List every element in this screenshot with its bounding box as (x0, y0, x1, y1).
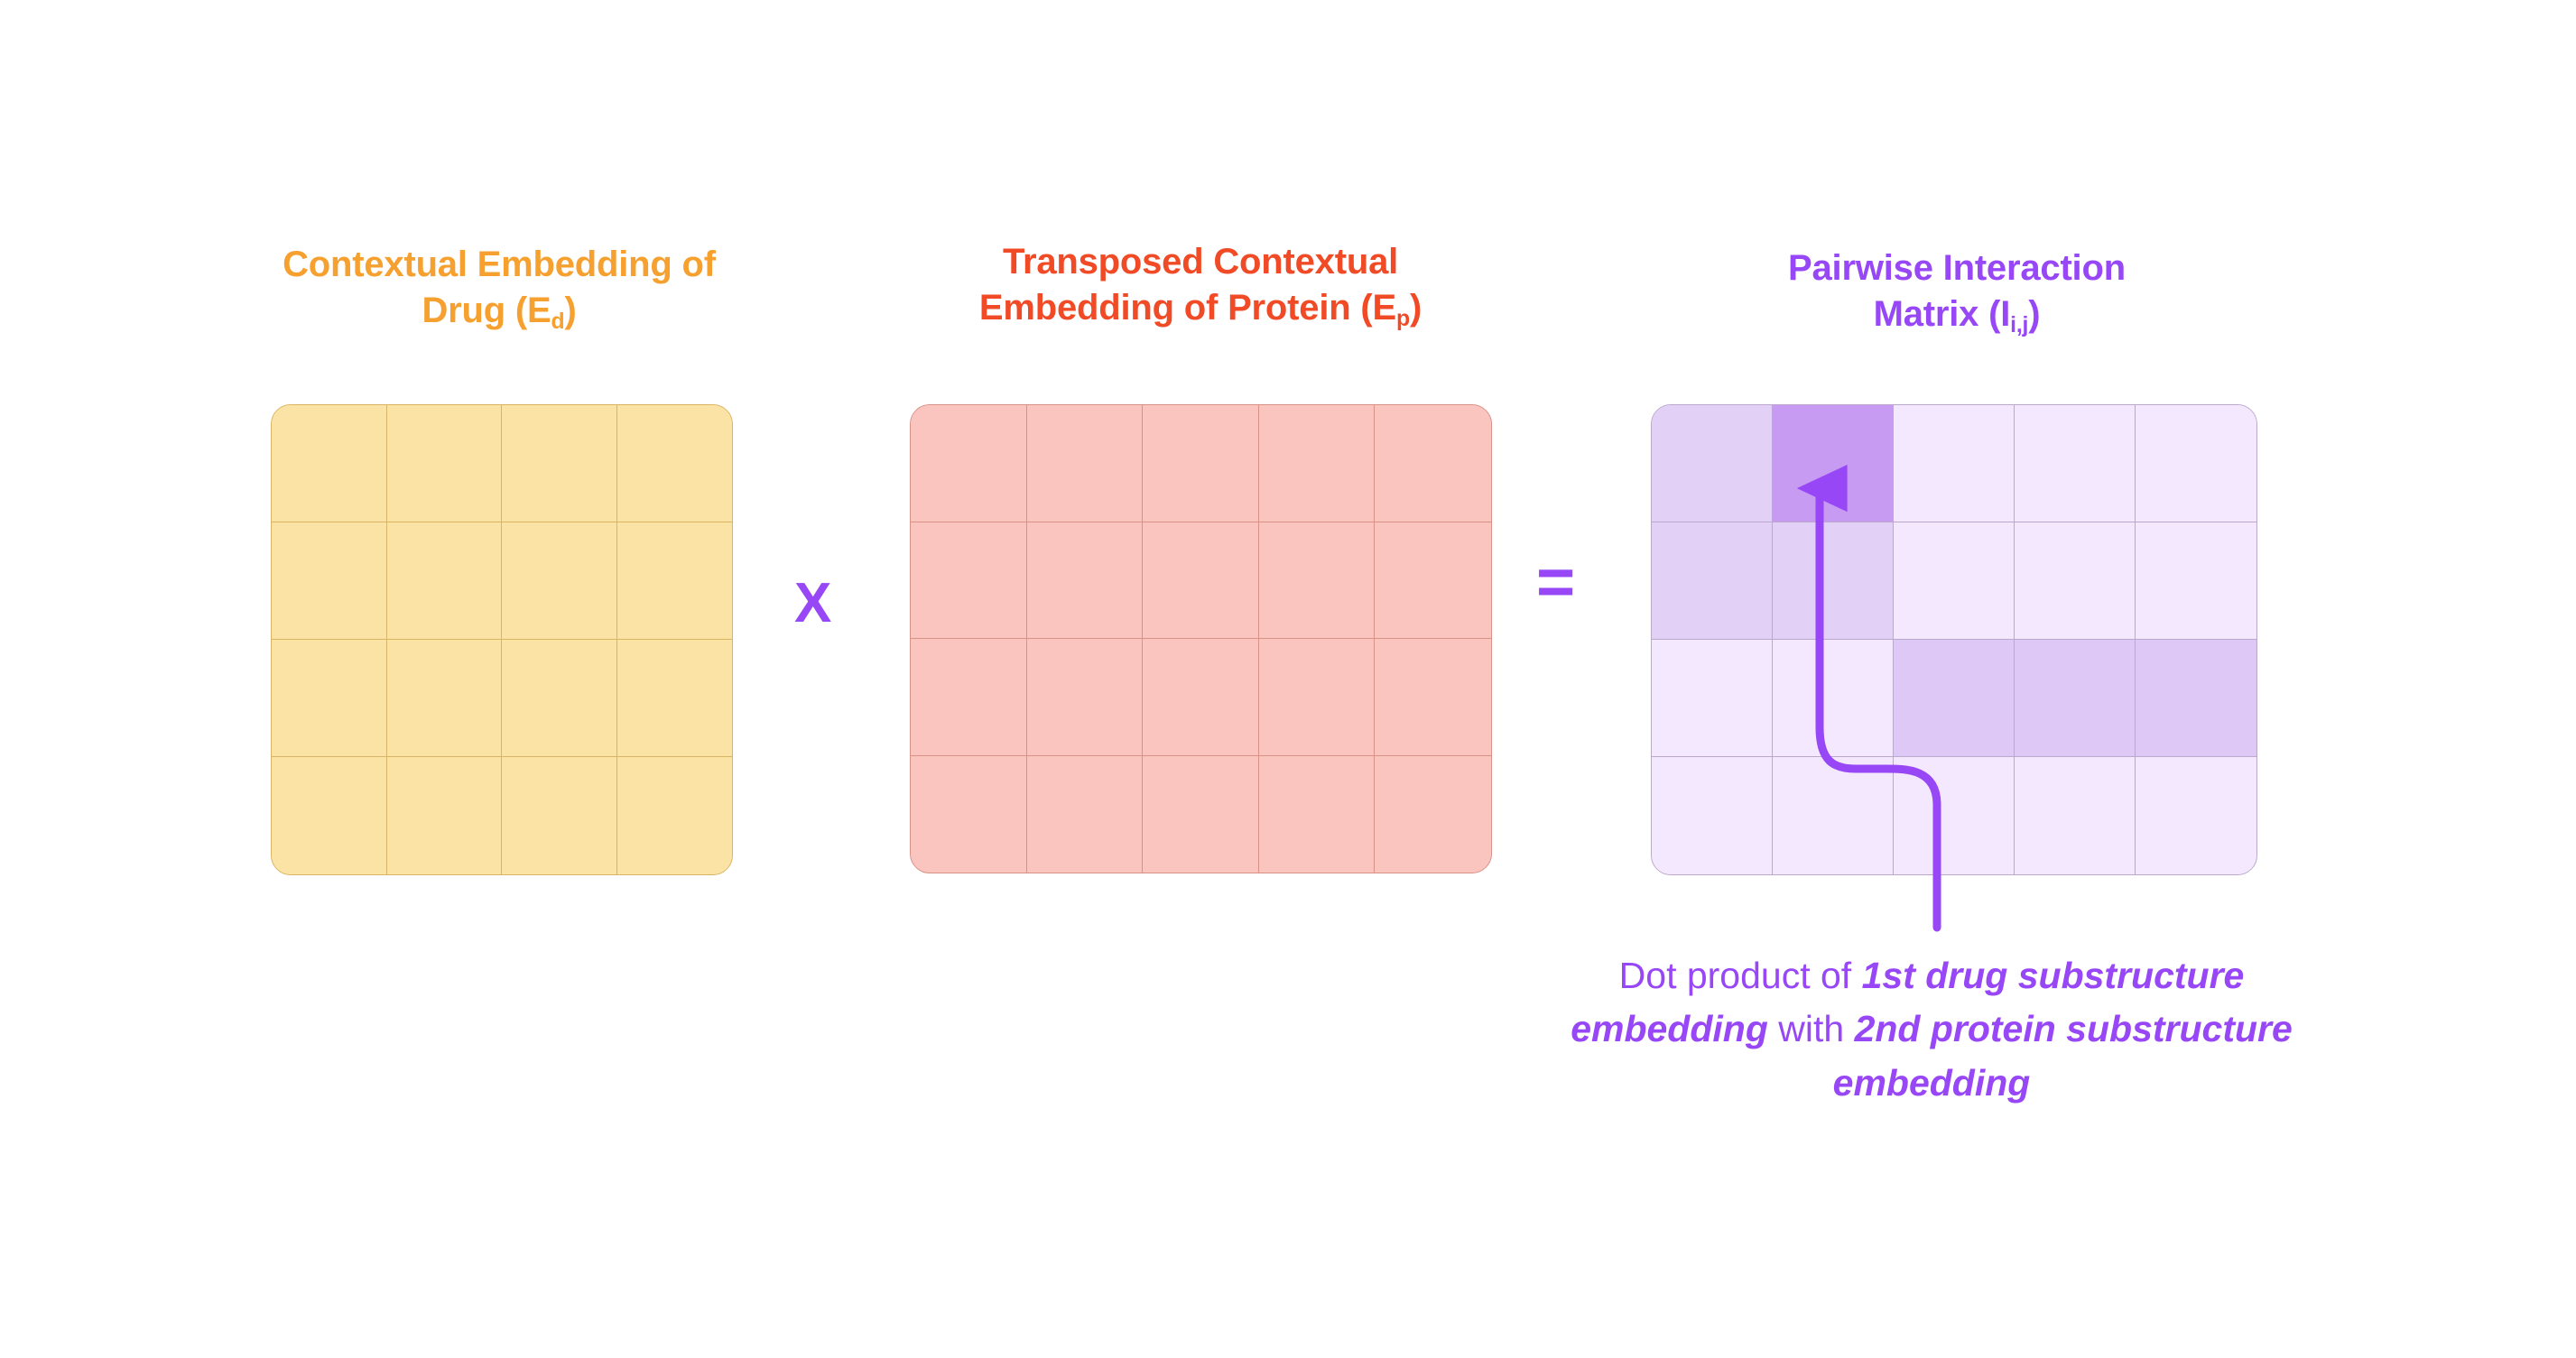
matrix-grid-cell-r4c1 (1652, 757, 1773, 874)
matrix-grid-highlighted-cell (1773, 405, 1894, 522)
protein-grid-cell-r1c3 (1143, 405, 1259, 522)
protein-grid-cell-r2c1 (911, 522, 1027, 639)
matrix-grid-cell-r2c1 (1652, 522, 1773, 640)
matrix-title-line2-suffix: ) (2028, 294, 2041, 335)
protein-grid-cell-r4c4 (1258, 755, 1376, 873)
matrix-grid-cell-r4c4 (2015, 757, 2136, 874)
protein-grid-cell-r2c3 (1143, 522, 1259, 639)
matrix-grid-cell-r2c2 (1773, 522, 1894, 640)
matrix-grid-cell-r3c4 (2015, 640, 2136, 757)
matrix-grid-cell-r2c5 (2136, 522, 2256, 640)
protein-title-line2-suffix: ) (1409, 288, 1422, 328)
protein-grid-cell-r1c5 (1375, 405, 1491, 522)
matrix-grid-cell-r2c4 (2015, 522, 2136, 640)
matrix-grid-cell-r4c2 (1773, 757, 1894, 874)
protein-grid-cell-r3c5 (1375, 639, 1491, 756)
caption-middle: with (1767, 1008, 1855, 1050)
matrix-grid-cell-r1c5 (2136, 405, 2256, 522)
drug-grid-cell-r3c2 (386, 640, 502, 757)
protein-grid-cell-r1c2 (1026, 405, 1144, 522)
caption-prefix: Dot product of (1618, 955, 1862, 996)
protein-matrix-title: Transposed Contextual Embedding of Prote… (903, 239, 1498, 331)
protein-grid-cell-r3c4 (1258, 639, 1376, 756)
protein-grid-cell-r4c1 (911, 755, 1027, 873)
annotation-caption: Dot product of 1st drug substructure emb… (1534, 949, 2329, 1110)
equals-operator: = (1536, 544, 1576, 619)
drug-title-subscript: d (551, 309, 565, 335)
protein-grid-cell-r4c5 (1375, 755, 1491, 873)
protein-grid-cell-r4c2 (1026, 755, 1144, 873)
drug-grid-cell-r3c1 (272, 640, 387, 757)
protein-grid-cell-r3c3 (1143, 639, 1259, 756)
drug-grid-cell-r2c3 (502, 522, 617, 640)
caption-emphasis-protein: 2nd protein substructure embedding (1832, 1008, 2293, 1104)
matrix-grid-cell-r3c3 (1894, 640, 2015, 757)
matrix-grid-cell-r4c5 (2136, 757, 2256, 874)
drug-grid-cell-r1c2 (386, 405, 502, 522)
protein-grid-cell-r2c4 (1258, 522, 1376, 639)
drug-grid-cell-r4c2 (386, 757, 502, 874)
matrix-grid-cell-r3c5 (2136, 640, 2256, 757)
matrix-title-line1: Pairwise Interaction (1788, 248, 2126, 288)
multiplication-operator: X (794, 572, 832, 634)
matrix-grid-cell-r1c3 (1894, 405, 2015, 522)
protein-title-subscript: p (1395, 307, 1410, 332)
drug-grid-cell-r4c4 (616, 757, 732, 874)
matrix-grid-cell-r2c3 (1894, 522, 2015, 640)
drug-grid-cell-r4c1 (272, 757, 387, 874)
drug-grid-cell-r2c4 (616, 522, 732, 640)
drug-title-line2-suffix: ) (564, 291, 577, 331)
drug-title-line1: Contextual Embedding of (283, 245, 716, 284)
matrix-grid-cell-r1c1 (1652, 405, 1773, 522)
matrix-grid-cell-r3c1 (1652, 640, 1773, 757)
drug-grid-cell-r1c1 (272, 405, 387, 522)
protein-embedding-grid (910, 404, 1492, 873)
protein-grid-cell-r2c2 (1026, 522, 1144, 639)
protein-grid-cell-r4c3 (1143, 755, 1259, 873)
drug-grid-cell-r3c3 (502, 640, 617, 757)
drug-grid-cell-r4c3 (502, 757, 617, 874)
protein-title-line1: Transposed Contextual (1002, 242, 1399, 282)
matrix-grid-cell-r4c3 (1894, 757, 2015, 874)
protein-grid-cell-r1c1 (911, 405, 1027, 522)
matrix-grid-cell-r1c4 (2015, 405, 2136, 522)
drug-grid-cell-r3c4 (616, 640, 732, 757)
protein-grid-cell-r3c2 (1026, 639, 1144, 756)
matrix-title-line2-prefix: Matrix (I (1873, 294, 2011, 335)
matrix-title-subscript: i,j (2010, 313, 2029, 338)
interaction-matrix-title: Pairwise Interaction Matrix (Ii,j) (1652, 245, 2262, 337)
protein-grid-cell-r1c4 (1258, 405, 1376, 522)
protein-grid-cell-r2c5 (1375, 522, 1491, 639)
drug-embedding-grid (271, 404, 733, 875)
drug-title-line2-prefix: Drug (E (422, 291, 551, 331)
protein-title-line2-prefix: Embedding of Protein (E (978, 288, 1396, 328)
drug-grid-cell-r1c3 (502, 405, 617, 522)
caption-emphasis-drug: 1st drug substructure embedding (1571, 955, 2245, 1050)
drug-grid-cell-r2c1 (272, 522, 387, 640)
drug-grid-cell-r2c2 (386, 522, 502, 640)
protein-grid-cell-r3c1 (911, 639, 1027, 756)
drug-matrix-title: Contextual Embedding of Drug (Ed) (226, 242, 773, 334)
pairwise-interaction-grid (1651, 404, 2257, 875)
drug-grid-cell-r1c4 (616, 405, 732, 522)
matrix-grid-cell-r3c2 (1773, 640, 1894, 757)
